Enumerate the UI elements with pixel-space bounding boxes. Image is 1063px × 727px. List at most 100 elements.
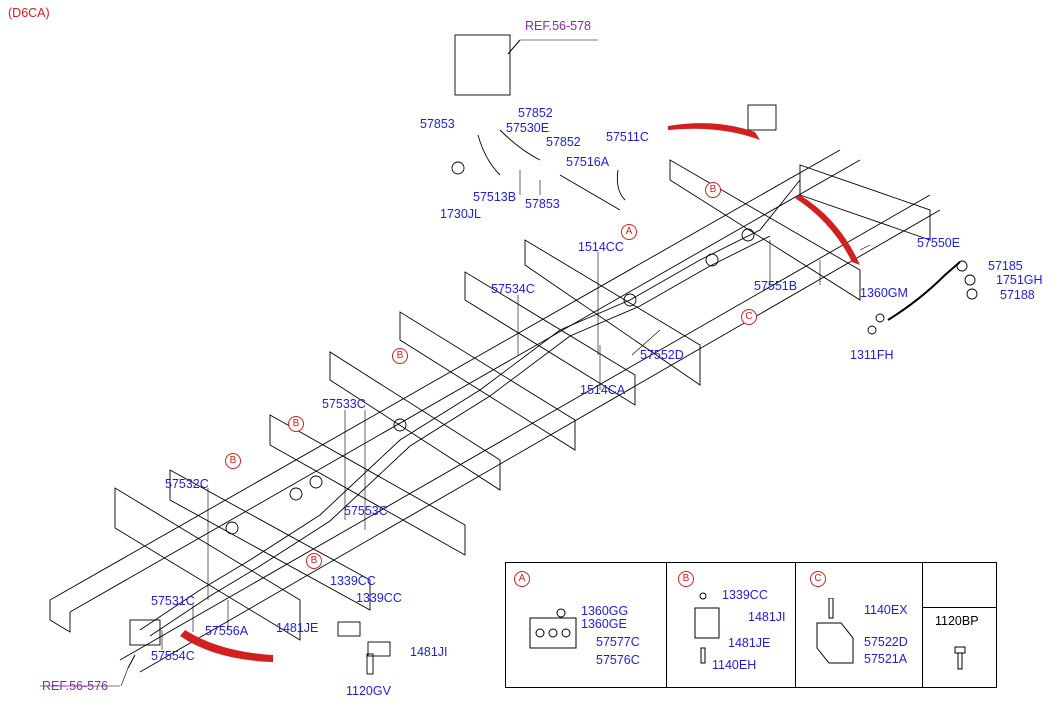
legend-b-item[interactable]: 1140EH	[712, 658, 757, 672]
brake-pipe	[149, 235, 771, 637]
grommet	[741, 228, 755, 242]
legend-c-item[interactable]: 57521A	[864, 652, 908, 666]
clamp-block-icon	[529, 608, 577, 649]
part-label[interactable]: 57852	[546, 135, 581, 149]
marker-b[interactable]: B	[392, 348, 408, 364]
fitting-1311FH	[867, 325, 877, 335]
part-label[interactable]: 57188	[1000, 288, 1035, 302]
legend-a-item[interactable]: 1360GE	[581, 617, 627, 631]
hose-57550E	[887, 261, 961, 321]
part-label[interactable]: 1751GH	[996, 273, 1043, 287]
frame-rail-right	[119, 194, 941, 673]
red-arrow-top	[668, 123, 760, 140]
grommet	[623, 293, 637, 307]
grommet	[225, 521, 239, 535]
part-label[interactable]: 57853	[525, 197, 560, 211]
legend-c-item[interactable]: 1140EX	[864, 603, 908, 617]
leader-lines	[40, 39, 871, 687]
frame-rail-left	[49, 149, 861, 633]
part-label[interactable]: 57852	[518, 106, 553, 120]
legend-panel: A 1360GG 1360GE 57577C 57576C B 1339CC 1…	[505, 562, 997, 688]
part-label[interactable]: 1339CC	[356, 591, 402, 605]
fitting-1751GH	[964, 274, 976, 286]
part-label[interactable]: 57556A	[205, 624, 249, 638]
part-label[interactable]: 1311FH	[850, 348, 894, 362]
bracket-icon	[816, 598, 854, 664]
red-arrow-bottom	[180, 630, 273, 662]
cross-member	[399, 311, 576, 451]
part-label[interactable]: 57550E	[917, 236, 961, 250]
grommet	[289, 487, 303, 501]
part-label[interactable]: 1120GV	[346, 684, 391, 698]
cross-member	[799, 164, 931, 241]
legend-c-marker: C	[810, 571, 826, 587]
part-label[interactable]: 1339CC	[330, 574, 376, 588]
pipe-57516A	[559, 174, 621, 211]
legend-b-marker: B	[678, 571, 694, 587]
fitting-1360GM	[875, 313, 885, 323]
part-label[interactable]: 1360GM	[860, 286, 908, 300]
ref-label-bottom[interactable]: REF.56-576	[42, 679, 109, 693]
cross-member	[464, 271, 636, 406]
legend-c-item[interactable]: 57522D	[864, 635, 908, 649]
cross-member	[169, 469, 371, 611]
legend-divider	[666, 563, 667, 687]
part-label[interactable]: 57185	[988, 259, 1023, 273]
part-label[interactable]: 1730JL	[440, 207, 482, 221]
legend-b-item[interactable]: 1481JE	[728, 636, 771, 650]
part-label[interactable]: 57534C	[491, 282, 535, 296]
ref-arrow-top	[507, 39, 521, 55]
master-cylinder	[129, 619, 161, 646]
grommet	[309, 475, 323, 489]
part-label[interactable]: 57554C	[151, 649, 195, 663]
bolt-icon	[954, 646, 966, 670]
part-label[interactable]: 57530E	[506, 121, 550, 135]
legend-b-item[interactable]: 1481JI	[748, 610, 786, 624]
part-label[interactable]: 57533C	[322, 397, 366, 411]
part-label[interactable]: 57552D	[640, 348, 684, 362]
cross-member	[269, 414, 466, 556]
reservoir-small	[747, 104, 777, 131]
clip-1481JE	[337, 621, 361, 637]
part-label[interactable]: 57511C	[606, 130, 649, 144]
legend-divider	[922, 563, 923, 687]
hose-57530E	[499, 129, 541, 161]
part-label[interactable]: 1514CA	[580, 383, 626, 397]
clip-nut	[451, 161, 465, 175]
clip-icon	[694, 592, 720, 664]
legend-a-item[interactable]: 57576C	[596, 653, 640, 667]
marker-b[interactable]: B	[705, 182, 721, 198]
hose-57511C	[616, 169, 626, 201]
part-label[interactable]: 57516A	[566, 155, 610, 169]
part-label[interactable]: 1481JI	[410, 645, 448, 659]
part-label[interactable]: 57551B	[754, 279, 798, 293]
part-label[interactable]: 57531C	[151, 594, 195, 608]
legend-a-item[interactable]: 57577C	[596, 635, 640, 649]
hose-57513B	[477, 134, 501, 176]
legend-b-item[interactable]: 1339CC	[722, 588, 768, 602]
legend-a-item[interactable]: 1360GG	[581, 604, 629, 618]
cross-member	[669, 159, 861, 301]
part-label[interactable]: 57532C	[165, 477, 209, 491]
grommet	[393, 418, 407, 432]
legend-d-title[interactable]: 1120BP	[935, 614, 979, 628]
part-label[interactable]: 57853	[420, 117, 455, 131]
legend-divider	[795, 563, 796, 687]
part-label[interactable]: 1481JE	[276, 621, 319, 635]
marker-b[interactable]: B	[306, 553, 322, 569]
ref-arrow-bottom	[127, 654, 136, 669]
reservoir-top	[454, 34, 511, 96]
marker-c[interactable]: C	[741, 309, 757, 325]
part-label[interactable]: 1514CC	[578, 240, 624, 254]
marker-b[interactable]: B	[225, 453, 241, 469]
marker-b[interactable]: B	[288, 416, 304, 432]
marker-a[interactable]: A	[621, 224, 637, 240]
cross-member	[524, 239, 701, 386]
fitting-57185	[956, 260, 968, 272]
part-label[interactable]: 57553C	[344, 504, 388, 518]
clip-1481JI	[367, 641, 391, 657]
part-label[interactable]: 57513B	[473, 190, 517, 204]
fitting-57188	[966, 288, 978, 300]
ref-label-top[interactable]: REF.56-578	[525, 19, 592, 33]
